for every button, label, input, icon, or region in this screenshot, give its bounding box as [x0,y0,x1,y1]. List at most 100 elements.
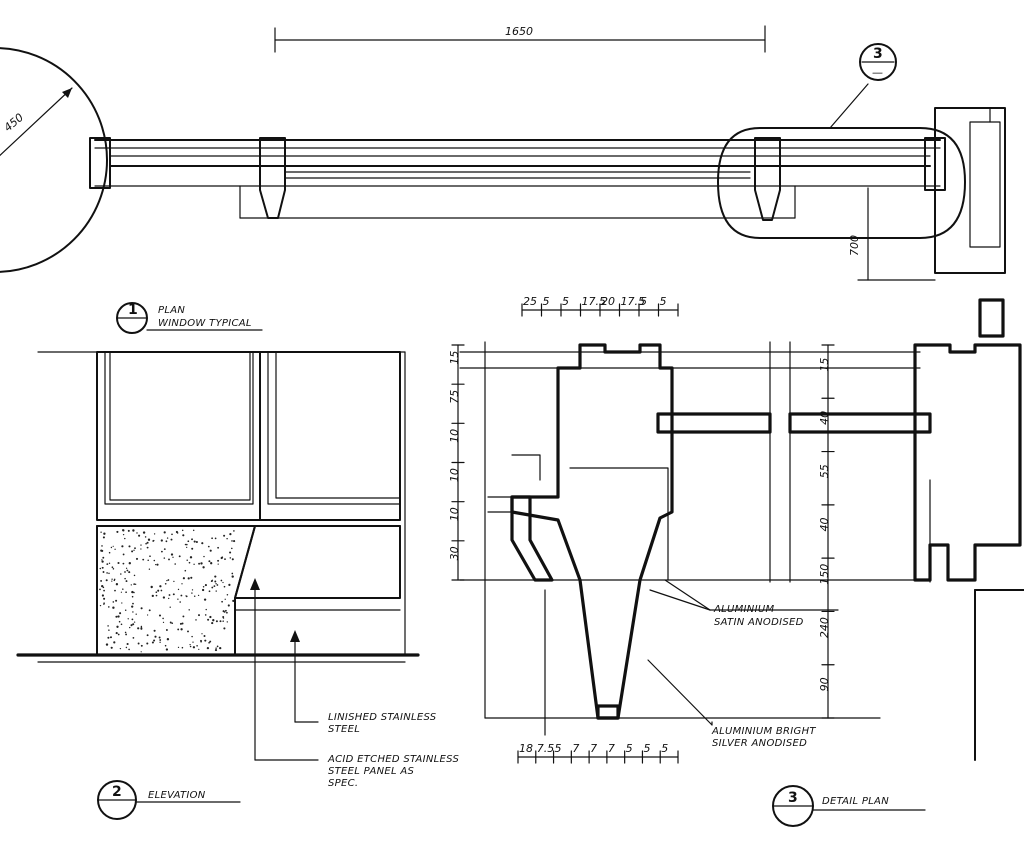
speckle-dot [231,558,234,561]
speckle-dot [190,576,193,579]
speckle-dot [101,584,104,588]
dim-chain-label: 75 [448,390,461,404]
speckle-dot [198,562,201,565]
speckle-dot [127,529,130,532]
speckle-dot [146,546,149,549]
leader-bright [647,659,713,726]
speckle-dot [212,619,215,622]
speckle-dot [201,588,205,592]
speckle-dot [221,600,223,603]
note-bright-line1: ALUMINIUM BRIGHT [711,726,816,737]
speckle-dot [125,633,128,636]
radius-line [0,87,73,157]
speckle-dot [168,594,171,596]
speckle-dot [229,551,232,554]
speckle-dot [159,641,161,643]
leader-arrowhead [290,630,300,642]
radius-dimension: 450 [2,111,26,134]
speckle-dot [140,651,142,653]
speckle-dot [186,543,188,546]
speckle-dot [142,531,146,534]
plan-title: PLAN [158,305,185,316]
speckle-dot [114,548,116,550]
mullion-right [924,137,946,191]
speckle-dot [153,559,156,562]
speckle-dot [154,635,157,638]
leader-satin [664,579,711,611]
speckle-dot [140,544,142,546]
speckle-dot [215,583,217,585]
speckle-dot [101,545,103,547]
speckle-dot [148,568,151,570]
speckle-dot [162,621,165,624]
speckle-dot [163,531,166,534]
speckle-dot [117,615,120,618]
speckle-dot [217,563,219,565]
speckle-dot [116,530,119,533]
speckle-dot [155,594,158,597]
speckle-dot [191,547,194,550]
speckle-dot [131,595,134,598]
speckle-dot [121,602,123,604]
speckle-dot [181,583,183,585]
speckle-dot [209,549,212,552]
speckle-dot [204,639,207,642]
speckle-dot [169,621,172,624]
speckle-dot [208,590,211,593]
speckle-dot [124,609,127,611]
speckle-dot [107,606,110,608]
pane-inner [104,351,254,505]
dim-chain-label: 15 [818,358,831,372]
dim-chain-label: 10 [448,429,461,443]
speckle-dot [137,627,140,630]
speckle-dot [108,551,111,554]
dim-chain-label: 10 [448,468,461,482]
dim-chain-label: 40 [818,518,831,532]
speckle-dot [179,622,182,625]
speckle-dot [177,628,180,631]
speckle-dot [103,532,106,535]
speckle-dot [203,555,205,558]
plan-subtitle: WINDOW TYPICAL [158,318,252,329]
speckle-dot [126,642,129,646]
speckle-dot [186,546,188,549]
speckle-dot [202,585,205,588]
speckle-dot [182,615,185,618]
speckle-dot [147,559,149,561]
speckle-dot [162,617,164,620]
pane-inner [109,351,251,501]
dim-chain-label: 240 [818,617,831,638]
dim-chain-label: 7.5 [537,742,555,755]
speckle-dot [185,595,188,598]
speckle-dot [220,579,223,582]
speckle-dot [124,631,127,634]
speckle-dot [133,574,136,577]
detail-callout-outline [717,127,966,239]
speckle-dot [202,566,205,569]
note-bright-line2: SILVER ANODISED [712,738,807,749]
mullion-profile [510,343,674,720]
speckle-dot [223,585,226,588]
speckle-dot [162,596,166,599]
speckle-dot [219,646,222,650]
note-linished-line2: STEEL [328,724,360,735]
dim-chain-label: 5 [626,742,633,755]
speckle-dot [124,577,126,580]
pier-core [969,121,1001,248]
speckle-dot [231,540,233,542]
speckle-dot [181,646,184,649]
speckle-dot [214,649,218,652]
dim-chain-label: 5 [543,295,550,308]
speckle-dot [110,646,113,649]
speckle-dot [168,597,170,600]
speckle-dot [233,540,236,543]
speckle-dot [192,641,194,643]
speckle-dot [187,630,189,633]
speckle-dot [159,585,162,588]
speckle-dot [165,648,169,651]
leader-arrowhead [250,578,260,590]
jamb-profile [913,343,1022,582]
speckle-dot [99,588,101,591]
dim-chain-label: 5 [555,742,562,755]
